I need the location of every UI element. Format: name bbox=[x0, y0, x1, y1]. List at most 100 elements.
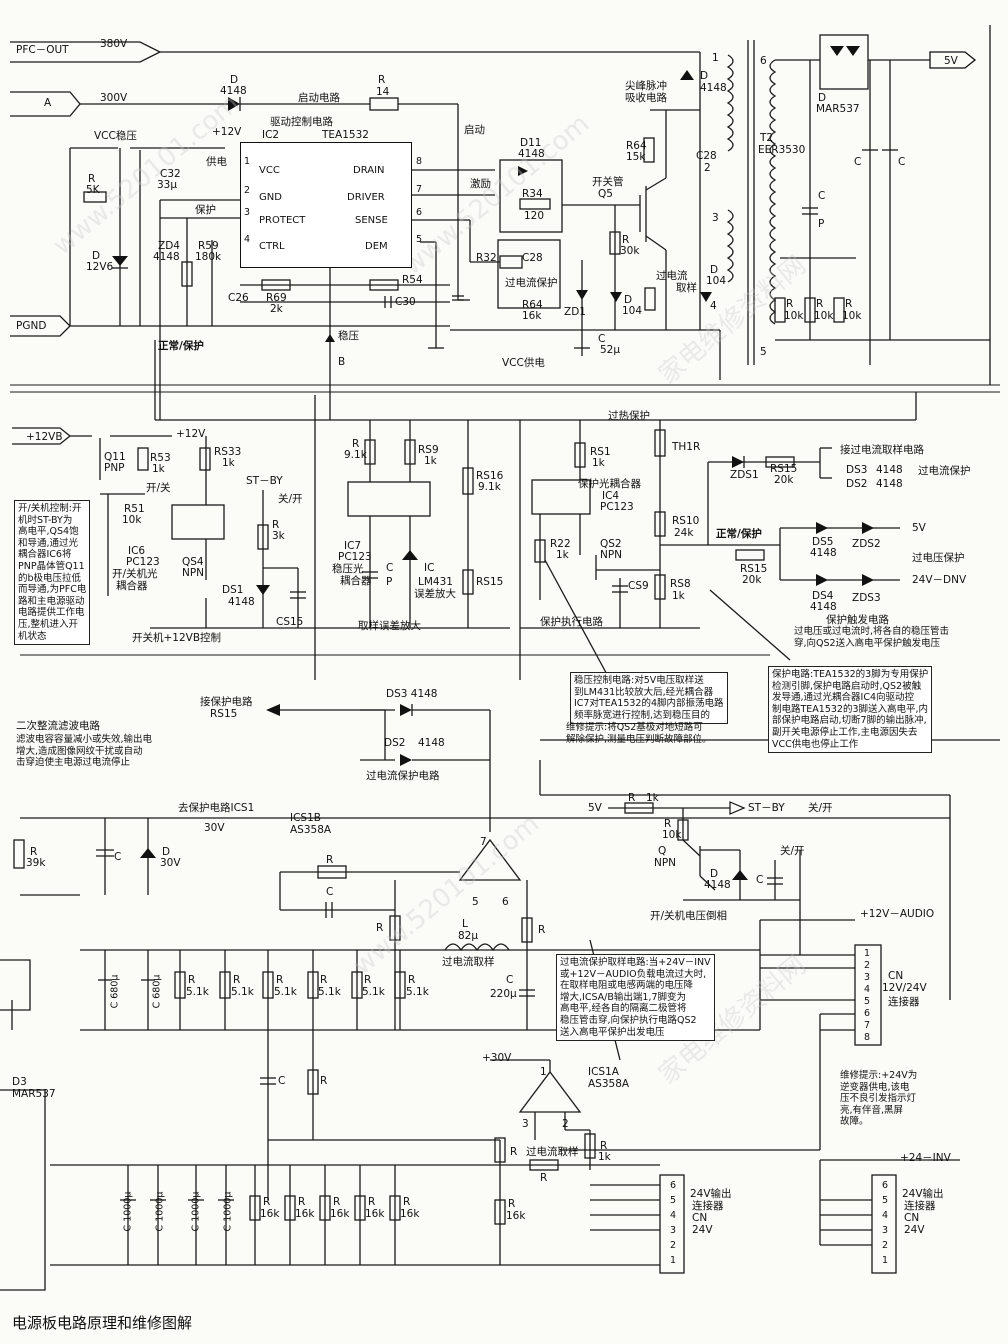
r51k-4-label: R bbox=[320, 974, 328, 986]
qs4-label: QS4 bbox=[182, 556, 204, 568]
rs15b-value: 20k bbox=[774, 474, 794, 486]
c680b-label: C 680μ bbox=[151, 974, 163, 1009]
rs16-label: RS16 bbox=[476, 470, 504, 482]
ic2-pin-drain: DRAIN bbox=[353, 165, 385, 176]
r51k-5-label: R bbox=[364, 974, 372, 986]
vcc-reg-label: VCC稳压 bbox=[94, 130, 137, 142]
cp-value: P bbox=[818, 218, 825, 230]
r14-label: R bbox=[378, 74, 386, 86]
r30k-label: R bbox=[622, 234, 630, 246]
d104a-value: 104 bbox=[622, 305, 643, 317]
d4148b-value: 4148 bbox=[700, 82, 727, 94]
r5k-label: R bbox=[88, 173, 96, 185]
to-prot-label: 接保护电路 bbox=[200, 696, 253, 708]
supply-label: 供电 bbox=[206, 156, 227, 168]
cn-pin-2: 2 bbox=[864, 960, 871, 971]
cn-pin-1: 1 bbox=[864, 948, 871, 959]
ic2-pin-vcc: VCC bbox=[259, 165, 280, 176]
bottom-stby-label: ST－BY bbox=[748, 802, 785, 814]
q5-label: Q5 bbox=[598, 188, 613, 200]
r51k-6-label: R bbox=[408, 974, 416, 986]
ds1-label: DS1 bbox=[222, 584, 244, 596]
lm431-label: LM431 bbox=[418, 576, 453, 588]
c-fb-label: C bbox=[326, 886, 334, 898]
r39k-label: R bbox=[30, 846, 38, 858]
on-off2-label: 关/开 bbox=[780, 845, 805, 857]
pin-3: 3 bbox=[522, 1118, 529, 1130]
r54-label: R54 bbox=[402, 274, 423, 286]
ic6-label: IC6 bbox=[128, 545, 146, 557]
l82-label: L bbox=[462, 918, 468, 930]
bottom-5v-label: 5V bbox=[588, 802, 602, 814]
mid-5v-label: 5V bbox=[912, 522, 926, 534]
d104b-value: 104 bbox=[706, 275, 727, 287]
ic2-pin4: 4 bbox=[244, 234, 251, 245]
repair-note-1: 维修提示:将QS2基极对地短路可 解除保护,测量电压判断故障部位。 bbox=[566, 722, 712, 745]
ic2-pin-ctrl: CTRL bbox=[259, 241, 285, 252]
pin-7: 7 bbox=[480, 836, 487, 848]
winding-6: 6 bbox=[760, 55, 767, 67]
protect-note: 保护电路:TEA1532的3脚为专用保护 检测引脚,保护电路启动时,QS2被触 … bbox=[768, 666, 933, 754]
r51k-4-value: 5.1k bbox=[318, 986, 341, 998]
d11-value: 4148 bbox=[518, 148, 545, 160]
r64a-value: 16k bbox=[522, 310, 542, 322]
ds1-value: 4148 bbox=[228, 596, 255, 608]
cn-pin-5: 5 bbox=[864, 996, 871, 1007]
cs15-label: CS15 bbox=[276, 616, 304, 628]
cn24b-pin-2: 2 bbox=[882, 1240, 889, 1251]
ds2-label: DS2 bbox=[846, 478, 868, 490]
r51k-3-label: R bbox=[276, 974, 284, 986]
c52-label: C bbox=[598, 333, 606, 345]
tea1532-label: TEA1532 bbox=[322, 129, 369, 141]
cn-label: CN bbox=[888, 970, 904, 982]
excite-label: 激励 bbox=[470, 178, 491, 190]
startup-label: 启动 bbox=[464, 124, 485, 136]
ic6-desc: 开/关机光 bbox=[112, 568, 158, 580]
r16k-4-value: 16k bbox=[365, 1208, 385, 1220]
ic7-label: IC7 bbox=[344, 540, 362, 552]
ov-protect-label: 过电压保护 bbox=[912, 552, 965, 564]
cn24b-pin-1: 1 bbox=[882, 1255, 889, 1266]
q-label: Q bbox=[658, 845, 667, 857]
r16k-4-label: R bbox=[368, 1196, 376, 1208]
r16k-2-value: 16k bbox=[295, 1208, 315, 1220]
trigger-label: 保护触发电路 bbox=[826, 614, 889, 626]
ic6-type: PC123 bbox=[126, 556, 160, 568]
c-sm-label: C bbox=[756, 874, 764, 886]
c26-label: C26 bbox=[228, 292, 249, 304]
rs8-label: RS8 bbox=[670, 578, 691, 590]
cn24a-pin-1: 1 bbox=[670, 1255, 677, 1266]
cn24a-desc: 24V输出 bbox=[690, 1188, 732, 1200]
r69-label: R69 bbox=[266, 292, 287, 304]
c-left-label: C bbox=[854, 156, 862, 168]
ics1a-label: ICS1A bbox=[588, 1066, 619, 1078]
bottom-off-on-label: 关/开 bbox=[808, 802, 833, 814]
r51k-3-value: 5.1k bbox=[274, 986, 297, 998]
ds5-label: DS5 bbox=[812, 536, 834, 548]
zd4-label: ZD4 bbox=[158, 240, 180, 252]
off-on-label: 关/开 bbox=[278, 493, 303, 505]
v30-label: 30V bbox=[204, 822, 225, 834]
mar537-label: MAR537 bbox=[12, 1088, 56, 1100]
r10k-bottom-label: R bbox=[664, 818, 672, 830]
c220-label: C bbox=[506, 974, 514, 986]
c30-label: C30 bbox=[395, 296, 416, 308]
cn24a-v: 24V bbox=[692, 1224, 713, 1236]
mid-normal-protect-label: 正常/保护 bbox=[716, 528, 762, 540]
label-pgnd: PGND bbox=[16, 320, 47, 332]
r-y-label: R bbox=[600, 1140, 608, 1152]
cp-mid-value: P bbox=[386, 576, 393, 588]
cn24b-desc: 24V输出 bbox=[902, 1188, 944, 1200]
r10k-1-label: R bbox=[786, 298, 794, 310]
c1-label: C bbox=[114, 851, 122, 863]
cn24a-pin-5: 5 bbox=[670, 1195, 677, 1206]
overheat-label: 过热保护 bbox=[608, 410, 650, 422]
d3-label: D3 bbox=[12, 1076, 27, 1088]
ics1b-label: ICS1B bbox=[290, 812, 321, 824]
r91-label: R bbox=[352, 438, 360, 450]
cn-pin-7: 7 bbox=[864, 1020, 871, 1031]
rs8-value: 1k bbox=[672, 590, 685, 602]
ic2-pin-dem: DEM bbox=[365, 241, 388, 252]
